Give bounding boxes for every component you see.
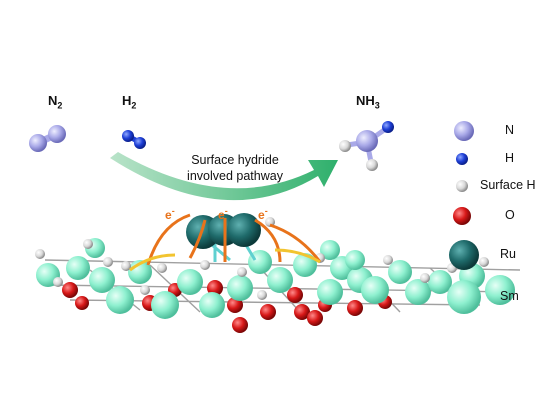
electron-transfer-arrows: [129, 213, 322, 272]
pathway-label: Surface hydride involved pathway: [160, 152, 310, 184]
n2-molecule: [29, 125, 66, 152]
h2-label: H2: [122, 93, 137, 111]
pathway-arrow: [110, 152, 338, 201]
legend-n-label: N: [505, 123, 515, 137]
legend-surface-h-label: Surface H: [480, 178, 536, 192]
electron-label-2: e-: [218, 206, 228, 222]
legend-ru-atom: [449, 240, 479, 270]
pathway-label-line2: involved pathway: [187, 169, 283, 183]
legend-ru-label: Ru: [500, 247, 516, 261]
electron-label-3: e-: [258, 206, 268, 222]
nh3-molecule: [339, 121, 394, 171]
legend-surface-h-atom: [456, 180, 468, 192]
legend-h-atom: [456, 153, 468, 165]
legend-sm-atom: [447, 280, 481, 314]
n2-label: N2: [48, 93, 63, 111]
legend-n-atom: [454, 121, 474, 141]
h2-molecule: [122, 130, 146, 149]
legend-o-atom: [453, 207, 471, 225]
nh3-label: NH3: [356, 93, 380, 111]
legend-sm-label: Sm: [500, 289, 519, 303]
surface-slab: [35, 217, 521, 333]
legend-o-label: O: [505, 208, 515, 222]
legend-h-label: H: [505, 151, 515, 165]
electron-label-1: e-: [165, 206, 175, 222]
legend-atoms: [447, 121, 481, 314]
pathway-label-line1: Surface hydride: [191, 153, 279, 167]
